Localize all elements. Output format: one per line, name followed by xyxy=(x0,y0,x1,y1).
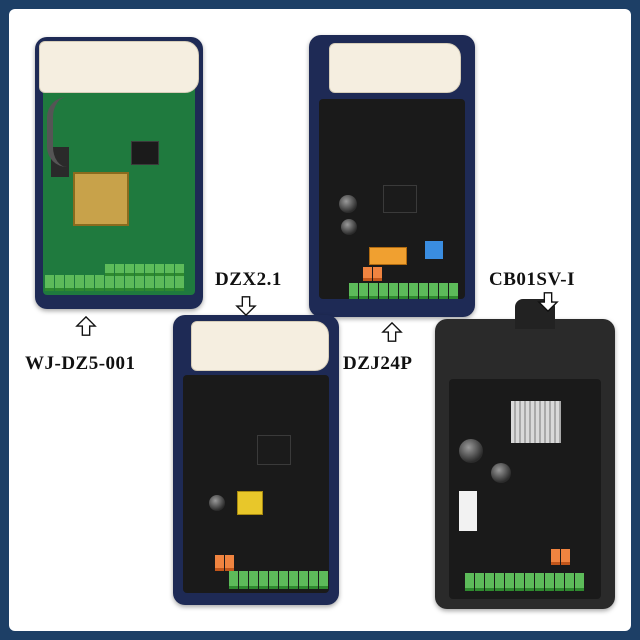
terminal-block xyxy=(229,571,333,589)
electrolytic-capacitor xyxy=(459,439,483,463)
white-relay xyxy=(459,491,477,531)
label-cb01sv-i: CB01SV-I xyxy=(489,269,575,290)
capacitor xyxy=(191,321,329,371)
ic-chip xyxy=(131,141,159,165)
transformer xyxy=(73,172,129,226)
image-frame: WJ-DZ5-001 DZX2.1 DZJ24P CB01SV-I xyxy=(9,9,631,631)
ic-chip xyxy=(383,185,417,213)
terminal-block-orange xyxy=(363,267,393,281)
terminal-block-orange xyxy=(551,549,571,565)
board-cb01sv-i xyxy=(435,299,615,609)
board-dzj24p xyxy=(309,35,475,317)
board-dzx2-1 xyxy=(173,315,339,605)
capacitor xyxy=(329,43,461,93)
down-arrow-icon xyxy=(537,292,559,313)
electrolytic-capacitor xyxy=(341,219,357,235)
electrolytic-capacitor xyxy=(339,195,357,213)
terminal-block xyxy=(465,573,595,591)
wire-harness xyxy=(47,97,93,167)
transformer xyxy=(237,491,263,515)
capacitor xyxy=(39,41,199,93)
label-wj-dz5-001: WJ-DZ5-001 xyxy=(25,353,136,374)
board-wj-dz5-001 xyxy=(35,37,203,309)
terminal-block xyxy=(349,283,465,299)
electrolytic-capacitor xyxy=(209,495,225,511)
down-arrow-icon xyxy=(235,296,257,317)
electrolytic-capacitor xyxy=(491,463,511,483)
label-dzj24p: DZJ24P xyxy=(343,353,413,374)
potentiometer xyxy=(425,241,443,259)
terminal-block-orange xyxy=(215,555,245,571)
ic-chip xyxy=(257,435,291,465)
up-arrow-icon xyxy=(381,321,403,342)
up-arrow-icon xyxy=(75,315,97,336)
terminal-block xyxy=(105,263,195,276)
pcb-black xyxy=(183,375,329,593)
relay xyxy=(369,247,407,265)
heatsink xyxy=(511,401,561,443)
label-dzx2-1: DZX2.1 xyxy=(215,269,282,290)
terminal-block xyxy=(45,275,195,291)
